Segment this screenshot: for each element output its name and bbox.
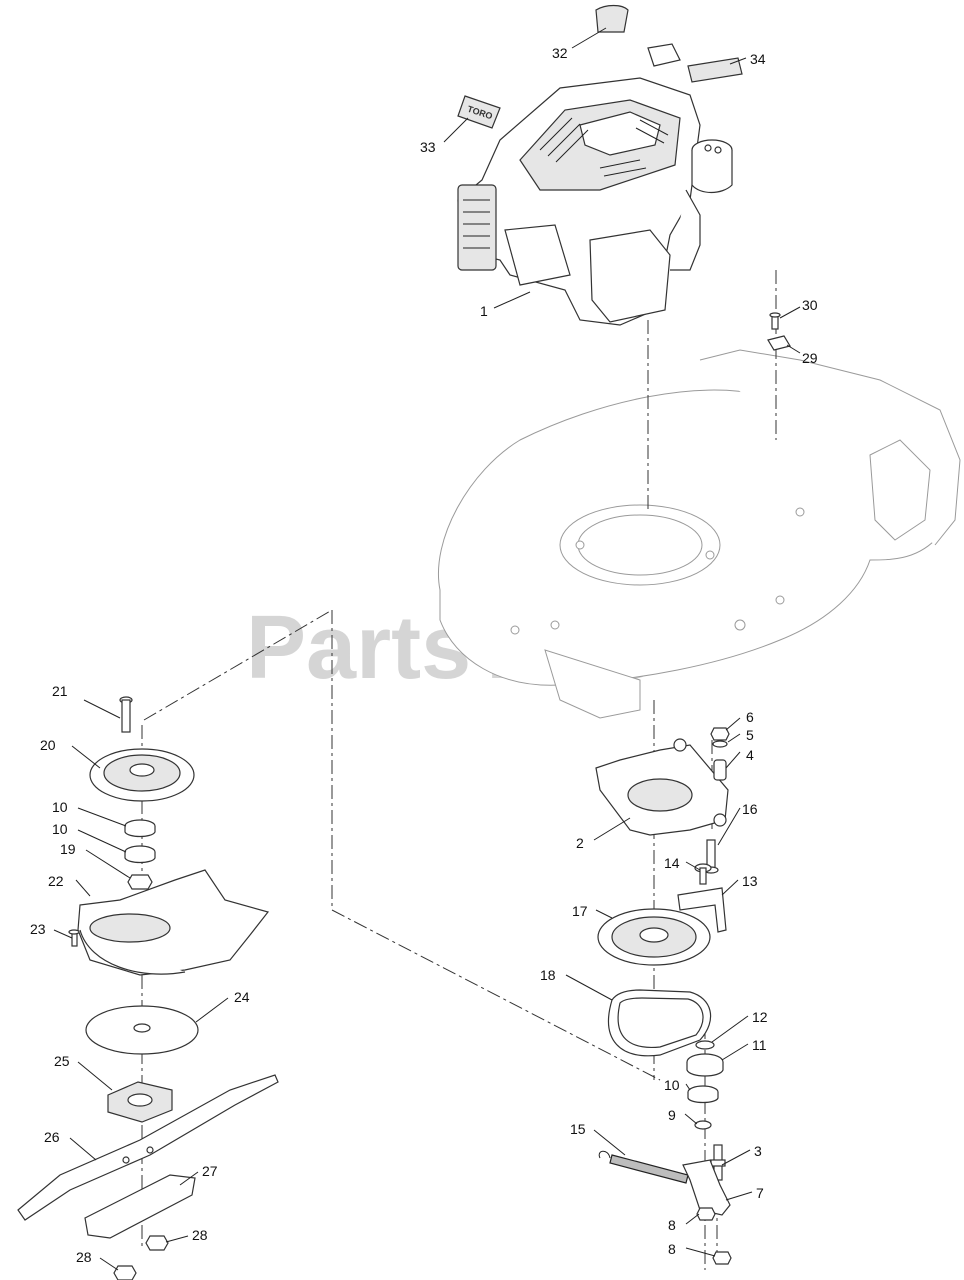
callout-11: 11	[752, 1037, 767, 1053]
callout-21: 21	[52, 683, 68, 699]
callout-22: 22	[48, 873, 64, 889]
callout-8b: 8	[668, 1241, 676, 1257]
drive-belt-18	[607, 989, 712, 1057]
callout-labels: 32 33 34 1 30 29 6 5 4 2 16 14 13 17 18 …	[30, 45, 818, 1265]
blade-plate-27	[84, 1174, 196, 1239]
blade-26	[17, 1074, 279, 1221]
mower-deck-housing	[438, 349, 961, 719]
pulley-20	[89, 748, 195, 802]
bearing-10a	[124, 819, 156, 838]
disc-24	[85, 1005, 199, 1055]
callout-4: 4	[746, 747, 754, 763]
idler-bracket-2	[595, 738, 729, 836]
callout-34: 34	[750, 51, 766, 67]
washer-5	[712, 740, 728, 748]
bolt-21	[119, 696, 133, 733]
idler-arm-7	[682, 1159, 731, 1216]
callout-10c: 10	[664, 1077, 680, 1093]
callout-23: 23	[30, 921, 46, 937]
callout-19: 19	[60, 841, 76, 857]
engine-assembly	[457, 77, 733, 326]
spacer-4	[713, 759, 727, 781]
callout-25: 25	[54, 1053, 70, 1069]
nut-19	[127, 874, 153, 890]
callout-1: 1	[480, 303, 488, 319]
callout-10b: 10	[52, 821, 68, 837]
bearing-10b	[124, 845, 156, 864]
callout-12: 12	[752, 1009, 768, 1025]
callout-20: 20	[40, 737, 56, 753]
oil-fill-cap-icon	[691, 139, 733, 194]
starter-handle-icon	[647, 43, 681, 67]
callout-7: 7	[756, 1185, 764, 1201]
toro-decal-33: TORO	[457, 95, 501, 129]
callout-28b: 28	[192, 1227, 208, 1243]
callout-10a: 10	[52, 799, 68, 815]
bushing-9	[694, 1120, 712, 1130]
nut-8a	[696, 1207, 716, 1221]
blade-adapter-25	[107, 1081, 173, 1123]
callout-16: 16	[742, 801, 758, 817]
spring-15	[598, 1150, 689, 1184]
washer-12	[695, 1040, 715, 1050]
callout-27: 27	[202, 1163, 218, 1179]
callout-6: 6	[746, 709, 754, 725]
callout-5: 5	[746, 727, 754, 743]
callout-14: 14	[664, 855, 680, 871]
callout-32: 32	[552, 45, 568, 61]
decal-34	[687, 57, 743, 83]
callout-9: 9	[668, 1107, 676, 1123]
engine-grille	[463, 199, 490, 249]
bracket-13	[677, 887, 727, 933]
callout-28a: 28	[76, 1249, 92, 1265]
callout-3: 3	[754, 1143, 762, 1159]
pulley-17	[597, 908, 711, 966]
callout-18: 18	[540, 967, 556, 983]
decal-32	[595, 4, 629, 33]
nut-28b	[145, 1235, 169, 1251]
callout-2: 2	[576, 835, 584, 851]
bearing-11	[686, 1053, 724, 1077]
pin-14	[694, 863, 712, 885]
callout-24: 24	[234, 989, 250, 1005]
callout-17: 17	[572, 903, 588, 919]
nut-6	[710, 727, 730, 741]
nut-8b	[712, 1251, 732, 1265]
callout-8a: 8	[668, 1217, 676, 1233]
belt-cover-22	[77, 869, 270, 976]
leader-lines	[53, 27, 801, 1271]
callout-13: 13	[742, 873, 758, 889]
bearing-10c	[687, 1085, 719, 1104]
nut-28a	[113, 1265, 137, 1280]
screw-30	[769, 312, 781, 330]
callout-29: 29	[802, 350, 818, 366]
callout-15: 15	[570, 1121, 586, 1137]
callout-30: 30	[802, 297, 818, 313]
engine-fins	[539, 117, 669, 177]
callout-26: 26	[44, 1129, 60, 1145]
screw-23	[68, 929, 80, 947]
clip-29	[767, 335, 791, 351]
callout-33: 33	[420, 139, 436, 155]
